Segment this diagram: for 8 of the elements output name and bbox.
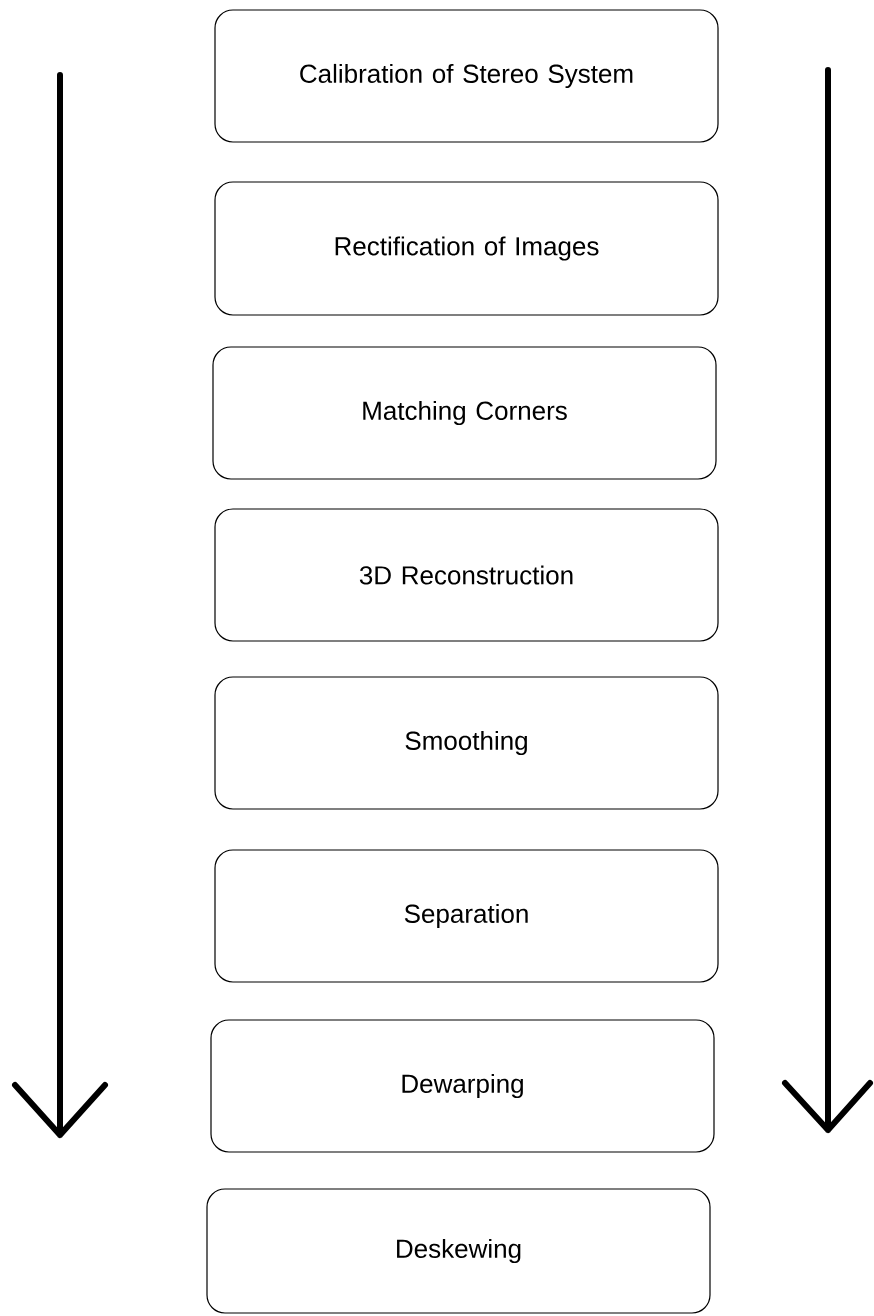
process-box: Deskewing [206, 1188, 711, 1314]
process-box: Rectification of Images [214, 181, 719, 316]
process-box: 3D Reconstruction [214, 508, 719, 642]
process-box: Dewarping [210, 1019, 715, 1153]
process-box: Matching Corners [212, 346, 717, 480]
process-box: Smoothing [214, 676, 719, 810]
process-box: Separation [214, 849, 719, 983]
process-box: Calibration of Stereo System [214, 9, 719, 143]
